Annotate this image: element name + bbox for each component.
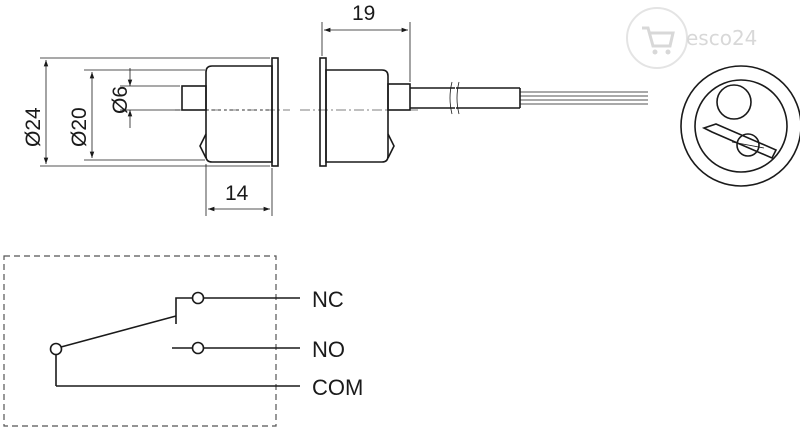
break-mark-1: [449, 81, 453, 115]
terminal-nc-label: NC: [312, 287, 344, 312]
retaining-tab-left: [199, 133, 207, 159]
label-outer-diameter: Ø24: [22, 107, 45, 147]
terminal-no-label: NO: [312, 337, 345, 362]
flange-right: [319, 57, 327, 167]
label-housing-length: 19: [352, 2, 375, 25]
middle-side-view: [300, 57, 648, 167]
dim-outer-diameter: Ø24: [22, 57, 270, 167]
schematic-frame: [3, 255, 277, 427]
left-side-view: [175, 57, 290, 167]
dim-body-diameter: Ø20: [68, 69, 205, 161]
flange-left: [271, 57, 279, 167]
plunger-circle: [716, 84, 752, 120]
label-body-length: 14: [225, 182, 249, 205]
watermark: esco24: [626, 7, 757, 69]
com-pivot: [49, 342, 63, 356]
switch-arm: [60, 315, 177, 348]
plunger: [181, 85, 207, 111]
watermark-text: esco24: [686, 26, 757, 50]
terminal-com-label: COM: [312, 375, 363, 400]
nc-connector: [175, 297, 192, 312]
label-plunger-diameter: Ø6: [109, 86, 132, 114]
inner-ring: [694, 79, 788, 173]
cable-gland: [387, 83, 411, 111]
dim-body-length: 14: [205, 164, 273, 216]
switch-schematic: NC NO COM: [3, 255, 363, 427]
switch-body: [205, 65, 273, 163]
break-mark-2: [456, 81, 460, 115]
outer-ring: [680, 65, 800, 187]
nc-contact: [191, 291, 205, 305]
contact-strip: [701, 123, 778, 160]
retaining-tab-right: [387, 133, 395, 159]
label-body-diameter: Ø20: [68, 107, 91, 147]
dim-housing-length: 19: [321, 2, 411, 82]
housing-body: [325, 69, 389, 163]
shopping-cart-icon: [642, 26, 675, 55]
dim-plunger-diameter: Ø6: [109, 68, 180, 128]
no-contact: [191, 341, 205, 355]
contact-pin: [736, 133, 760, 157]
contact-line: [731, 141, 765, 149]
front-end-view: [680, 65, 800, 187]
watermark-ring: [626, 7, 688, 69]
